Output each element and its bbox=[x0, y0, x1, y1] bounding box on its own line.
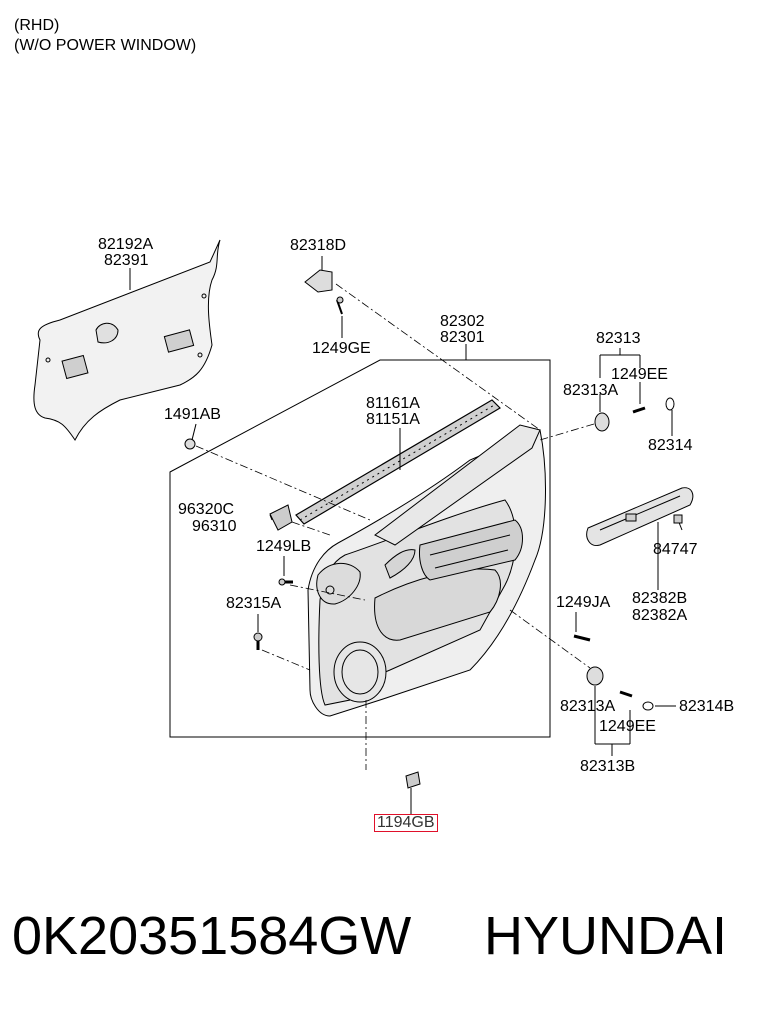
variant-note-window: (W/O POWER WINDOW) bbox=[14, 37, 197, 54]
label-82313: 82313 bbox=[596, 330, 641, 347]
label-96320C: 96320C bbox=[178, 501, 235, 518]
clip-82318D bbox=[304, 269, 333, 293]
label-1491AB: 1491AB bbox=[164, 406, 221, 423]
insulation-pad bbox=[33, 239, 221, 441]
label-1249GE: 1249GE bbox=[312, 340, 371, 357]
label-82382A: 82382A bbox=[632, 607, 688, 624]
label-82313A-top: 82313A bbox=[563, 382, 619, 399]
label-81161A: 81161A bbox=[366, 395, 420, 412]
part-number-caption: 0K20351584GW bbox=[12, 906, 412, 966]
variant-note-rhd: (RHD) bbox=[14, 17, 60, 34]
label-1249EE-bottom: 1249EE bbox=[599, 718, 656, 735]
screw-1194GB bbox=[405, 771, 421, 789]
label-82314: 82314 bbox=[648, 437, 693, 454]
label-82318D: 82318D bbox=[290, 237, 347, 254]
label-1249EE-top: 1249EE bbox=[611, 366, 668, 383]
label-81151A: 81151A bbox=[366, 411, 420, 428]
label-1249LB: 1249LB bbox=[256, 538, 312, 555]
weatherstrip bbox=[295, 399, 501, 525]
label-82391: 82391 bbox=[104, 252, 149, 269]
label-82313B: 82313B bbox=[580, 758, 636, 775]
label-84747: 84747 bbox=[653, 541, 698, 558]
label-82314B: 82314B bbox=[679, 698, 735, 715]
label-82301: 82301 bbox=[440, 329, 485, 346]
label-82382B: 82382B bbox=[632, 590, 688, 607]
label-82313A-bottom: 82313A bbox=[560, 698, 616, 715]
label-1194GB-highlighted: 1194GB bbox=[374, 814, 438, 832]
label-82315A: 82315A bbox=[226, 595, 282, 612]
label-96310: 96310 bbox=[192, 518, 237, 535]
label-1249JA: 1249JA bbox=[556, 594, 611, 611]
assembly-box bbox=[169, 359, 551, 738]
label-82302: 82302 bbox=[440, 313, 485, 330]
label-82192A: 82192A bbox=[98, 236, 154, 253]
brand-caption: HYUNDAI bbox=[484, 906, 728, 966]
